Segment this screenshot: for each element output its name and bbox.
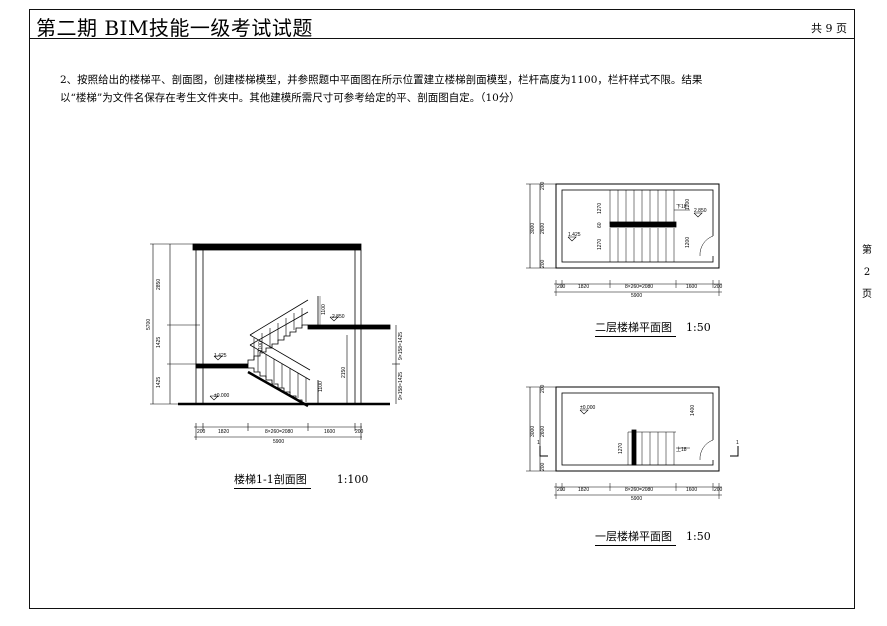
plan2-inner-3: 1270	[597, 239, 603, 250]
section-rail-2: 1100	[258, 341, 264, 352]
plan2-left-4: 200	[540, 259, 546, 268]
plan2-caption-title: 二层楼梯平面图	[595, 321, 676, 337]
plan2-caption-scale: 1:50	[686, 321, 711, 334]
section-elev-0: ±0.000	[214, 393, 229, 399]
plan1-left-3: 2600	[540, 426, 546, 437]
section-rail-3: 2150	[341, 367, 347, 378]
plan1-dim-4: 1600	[686, 487, 697, 493]
section-drawing	[150, 243, 400, 440]
side-label-char: 页	[862, 289, 872, 300]
side-label-number: 2	[863, 267, 871, 278]
section-left-dim-2: 5700	[146, 319, 152, 330]
section-rail-4: 1100	[318, 381, 324, 392]
plan1-left-1: 3000	[530, 426, 536, 437]
plan2-dim-5: 200	[714, 284, 723, 290]
plan1-dim-5: 200	[714, 487, 723, 493]
plan2-dim-3: 8×260=2080	[625, 284, 653, 290]
section-left-dim-3: 1425	[156, 337, 162, 348]
section-total: 5900	[273, 439, 284, 445]
side-page-label: 第 2 页	[858, 240, 876, 306]
section-caption: 楼梯1-1剖面图 1:100	[234, 471, 369, 489]
plan1-total: 5900	[631, 496, 642, 502]
plan2-caption: 二层楼梯平面图 1:50	[595, 319, 711, 337]
plan2-dim-4: 1600	[686, 284, 697, 290]
plan1-dim-3: 8×260=2080	[625, 487, 653, 493]
plan1-up: 上18	[676, 446, 687, 453]
plan1-dim-1: 200	[557, 487, 566, 493]
plan1-left-2: 200	[540, 384, 546, 393]
section-text: ±0.000 1.425 2.850 200 1820 8×260=2080 1…	[146, 279, 404, 445]
question-line-2: 以“楼梯”为文件名保存在考生文件夹中。其他建模所需尺寸可参考给定的平、剖面图自定…	[60, 92, 520, 104]
plan1-inner-2: 1270	[618, 443, 624, 454]
plan1-text: ±0.000 上18 1 1 200 1820 8×260=2080 1600 …	[530, 384, 739, 502]
plan1-caption-title: 一层楼梯平面图	[595, 530, 676, 546]
plan2-elev-1: 1.425	[568, 232, 581, 238]
plan2-elev-2: 2.850	[694, 208, 707, 214]
section-dim-1: 200	[197, 429, 206, 435]
plan2-inner-2: 60	[597, 222, 603, 228]
plan1-inner-1: 1400	[690, 405, 696, 416]
section-dim-2: 1820	[218, 429, 229, 435]
section-dim-3: 8×260=2080	[265, 429, 293, 435]
plan2-dim-1: 200	[557, 284, 566, 290]
page-title: 第二期 BIM技能一级考试试题	[36, 16, 313, 40]
side-label-char: 第	[862, 245, 872, 256]
plan1-caption: 一层楼梯平面图 1:50	[595, 528, 711, 546]
section-elev-2: 2.850	[332, 314, 345, 320]
section-riser-2: 9×158=1425	[398, 372, 404, 400]
plan2-left-2: 200	[540, 181, 546, 190]
section-dim-4: 1600	[324, 429, 335, 435]
plan1-caption-scale: 1:50	[686, 530, 711, 543]
section-rail-1: 1100	[321, 304, 327, 315]
plan2-down: 下18	[676, 204, 687, 210]
question-line-1: 2、按照给出的楼梯平、剖面图，创建楼梯模型，并参照题中平面图在所示位置建立楼梯剖…	[60, 74, 703, 86]
title-divider	[29, 38, 855, 39]
drawing-frame	[29, 9, 855, 609]
plan1-elev: ±0.000	[580, 405, 595, 411]
plan1-cut-left: 1	[537, 440, 540, 446]
section-caption-scale: 1:100	[336, 473, 369, 486]
page-count: 共 9 页	[811, 22, 847, 35]
section-elev-1: 1.425	[214, 353, 227, 359]
section-dim-5: 200	[355, 429, 364, 435]
plan1-drawing	[526, 386, 739, 499]
plan2-text: 1.425 2.850 下18 200 1820 8×260=2080 1600…	[530, 181, 723, 299]
section-left-dim-4: 1425	[156, 377, 162, 388]
question-text: 2、按照给出的楼梯平、剖面图，创建楼梯模型，并参照题中平面图在所示位置建立楼梯剖…	[60, 71, 820, 107]
plan1-left-4: 200	[540, 462, 546, 471]
plan2-left-3: 2600	[540, 223, 546, 234]
plan1-cut-right: 1	[736, 440, 739, 446]
section-riser-1: 9×158=1425	[398, 332, 404, 360]
plan2-inner-4: 1200	[685, 199, 691, 210]
plan1-dim-2: 1820	[578, 487, 589, 493]
section-left-dim-1: 2850	[156, 279, 162, 290]
plan2-inner-5: 1200	[685, 237, 691, 248]
section-caption-title: 楼梯1-1剖面图	[234, 473, 311, 489]
plan2-dim-2: 1820	[578, 284, 589, 290]
plan2-drawing	[526, 183, 722, 296]
plan2-inner-1: 1270	[597, 203, 603, 214]
plan2-total: 5900	[631, 293, 642, 299]
plan2-left-1: 3000	[530, 223, 536, 234]
